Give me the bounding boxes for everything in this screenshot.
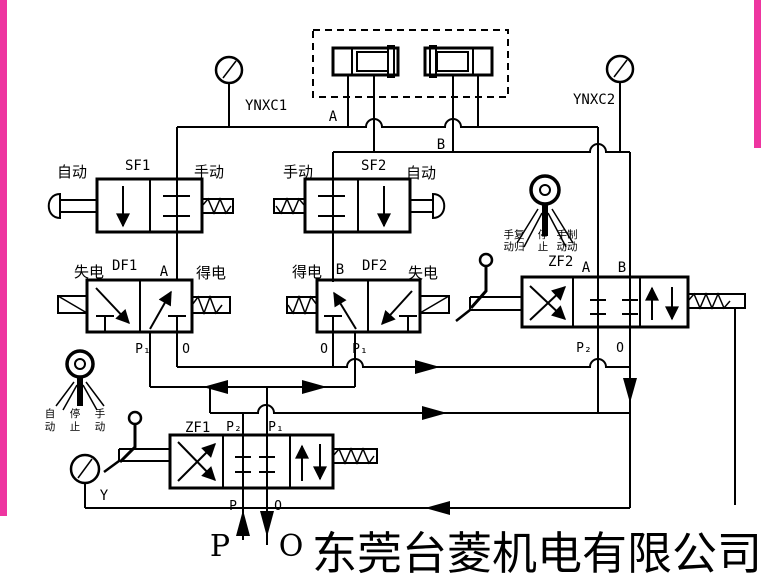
bus-a [177,118,598,128]
supply-o-label: O [279,529,304,564]
right-border-strip [754,0,761,148]
selector-knob-icon [516,174,574,248]
zf1-pos1-line2: 动 [45,421,56,433]
df1-id-label: DF1 [112,258,137,274]
zf2-port-p2-label: P₂ [576,341,592,356]
flow-arrow-right-2 [302,380,327,394]
valve-zf1: 自 停 手 动 止 动 ZF1 P₂ P₁ P O [45,349,378,514]
spring-icon [191,294,231,316]
spring-icon [286,294,318,316]
spring-icon [201,197,234,215]
zf1-pos3-line2: 动 [95,421,106,433]
valve-df1: 失电 DF1 A 得电 P₁ O [57,258,231,357]
df2-left-label: 得电 [292,263,322,281]
flow-arrow-left-1 [203,380,228,394]
port-a-label: A [329,109,338,125]
pipe-network [84,75,736,545]
port-b-label: B [437,137,445,153]
valve-df2: 得电 B DF2 失电 O P₁ [286,258,450,357]
gauge-ynxc1-label: YNXC1 [245,98,287,114]
gauge-ynxc1: YNXC1 [214,55,287,114]
pressure-gauge-icon [214,55,244,85]
flow-arrow-down-o [260,511,274,537]
df1-port-p1-label: P₁ [135,342,151,357]
cylinder-left-icon [331,45,400,78]
zf1-pos2-line1: 停 [70,407,81,420]
bus-zf-feed-line [210,404,630,414]
gauge-ynxc2: YNXC2 [573,54,635,108]
zf1-pos2-line2: 止 [70,421,81,433]
flow-arrow-right-3 [422,406,447,420]
zf1-id-label: ZF1 [185,420,210,436]
df2-port-p1-label: P₁ [352,342,368,357]
zf1-pos3-line1: 手 [95,407,106,420]
spring-icon [687,292,746,310]
zf2-port-a-label: A [582,260,591,276]
df1-port-o-label: O [182,342,190,357]
cylinder-right-icon [423,45,494,78]
gauge-y-label: Y [100,488,109,504]
push-button-icon [47,192,97,220]
df2-port-b-label: B [336,262,344,278]
spring-icon [273,197,306,215]
df2-id-label: DF2 [362,258,387,274]
zf1-port-p1-label: P₁ [268,420,284,435]
df1-right-label: 得电 [196,264,226,282]
flow-arrow-right-1 [415,360,440,374]
zf2-pos1-line1: 手复 [504,228,525,241]
sf1-right-label: 手动 [194,163,224,181]
company-watermark: 东莞台菱机电有限公司 [312,527,761,580]
sf1-left-label: 自动 [57,163,87,181]
spring-icon [332,447,378,465]
zf1-port-p-label: P [229,499,237,514]
valve-sf1: 自动 SF1 手动 [47,158,234,234]
actuator-unit: A B [312,29,509,153]
zf2-pos2-line2: 止 [538,241,549,253]
push-button-icon [410,192,446,220]
lever-icon [455,252,522,322]
gauge-y: Y [69,453,109,504]
sf2-right-label: 自动 [406,164,436,182]
df2-right-label: 失电 [408,264,438,282]
zf2-pos1-line2: 动归 [504,240,525,253]
lever-icon [103,410,170,474]
selector-knob-icon [55,349,105,411]
supply-ports: P O [210,529,303,564]
solenoid-icon [57,295,88,314]
sf2-id-label: SF2 [361,158,386,174]
supply-p-label: P [210,529,230,564]
gauge-ynxc2-label: YNXC2 [573,92,615,108]
pressure-gauge-icon [605,54,635,84]
zf2-pos3-line1: 手制 [557,228,578,241]
df2-port-o-label: O [320,342,328,357]
df1-left-label: 失电 [74,263,104,281]
df1-port-a-label: A [160,264,169,280]
sf2-left-label: 手动 [283,163,313,181]
valve-sf2: 手动 SF2 自动 [273,158,446,234]
left-border-strip [0,0,7,516]
zf2-id-label: ZF2 [548,254,573,270]
solenoid-icon [419,295,450,314]
zf2-pos3-line2: 动动 [557,241,578,253]
valve-zf2: 手复 停 手制 动归 止 动动 ZF2 A B P₂ O [455,174,746,356]
dashed-enclosure [312,29,509,98]
bus-o-line [177,358,630,368]
flow-arrow-up-p [236,510,250,536]
zf1-pos1-line1: 自 [45,407,56,420]
zf1-port-o-label: O [274,499,282,514]
zf1-port-p2-label: P₂ [226,420,242,435]
sf1-id-label: SF1 [125,158,150,174]
flow-arrow-left-2 [425,501,450,515]
border-strips [0,0,761,516]
zf2-port-o-label: O [616,341,624,356]
pressure-gauge-icon [69,453,101,485]
bus-b [333,143,630,153]
flow-arrow-down-trunk [623,378,637,403]
zf2-port-b-label: B [618,260,626,276]
zf2-pos2-line1: 停 [538,228,549,241]
